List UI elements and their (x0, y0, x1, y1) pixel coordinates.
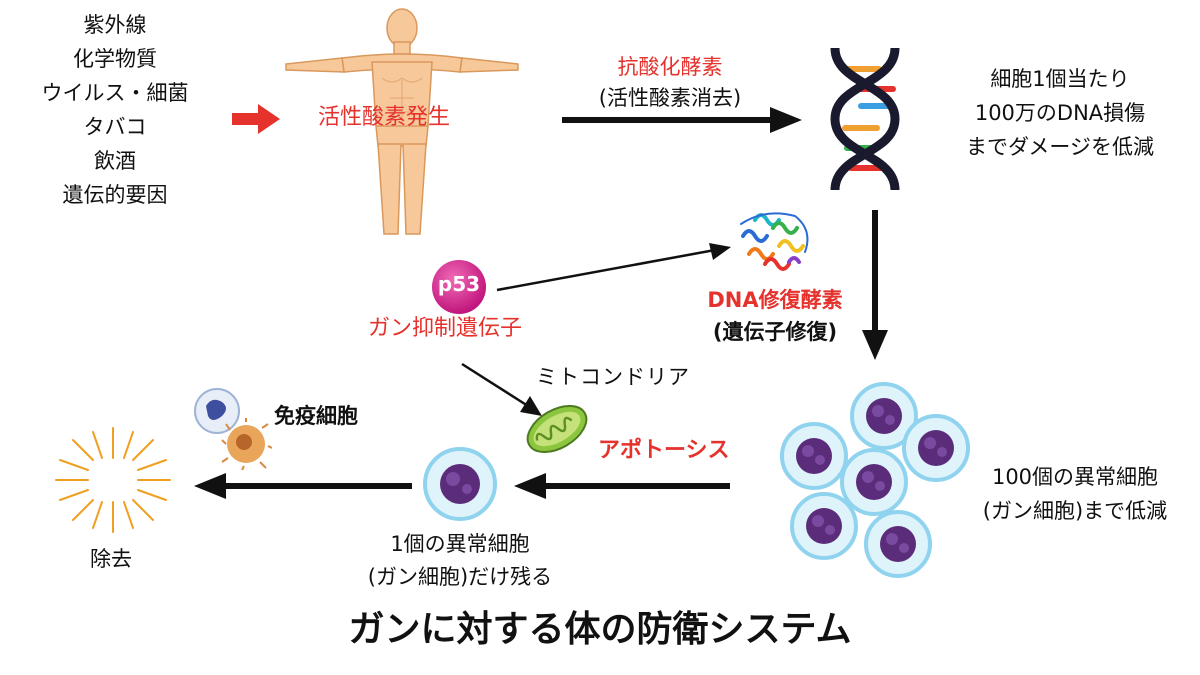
arrow-p53-to-mitochondria (461, 362, 542, 416)
page-title: ガンに対する体の防衛システム (348, 609, 852, 650)
cause-item: 紫外線 (83, 13, 147, 37)
abnormal-1-line: (ガン細胞)だけ残る (367, 565, 553, 589)
abnormal-1-text: 1個の異常細胞 (ガン細胞)だけ残る (330, 528, 590, 594)
p53-badge-icon (432, 260, 486, 314)
cause-item: 化学物質 (73, 47, 157, 71)
abnormal-100-line: 100個の異常細胞 (991, 465, 1159, 489)
mitochondria-label: ミトコンドリア (536, 365, 690, 389)
antioxidant-subtitle: (活性酸素消去) (598, 86, 742, 110)
abnormal-100-line: (ガン細胞)まで低減 (982, 499, 1168, 523)
arrow-cells-to-single (514, 473, 730, 499)
cause-item: 遺伝的要因 (62, 183, 168, 207)
ros-label: 活性酸素発生 (318, 105, 451, 130)
cancer-cell-icon (840, 448, 908, 516)
causes-list: 紫外線 化学物質 ウイルス・細菌 タバコ 飲酒 遺伝的要因 (20, 8, 210, 212)
arrow-p53-to-repair (496, 243, 731, 292)
cancer-cell-icon (780, 422, 848, 490)
p53-label: ガン抑制遺伝子 (368, 316, 523, 341)
macrophage-icon (221, 418, 272, 470)
cancer-cell-icon (850, 382, 918, 450)
cause-item: 飲酒 (94, 149, 136, 173)
dna-reduction-line: までダメージを低減 (966, 135, 1154, 159)
cancer-cell-icon (902, 414, 970, 482)
burst-icon (55, 427, 171, 533)
immune-label: 免疫細胞 (274, 404, 358, 428)
immune-cell-icon (194, 388, 240, 434)
cancer-cell-icon (864, 510, 932, 578)
dna-repair-subtitle: (遺伝子修復) (712, 320, 838, 344)
dna-reduction-line: 細胞1個当たり (990, 67, 1130, 91)
apoptosis-label: アポトーシス (598, 438, 730, 463)
cause-item: タバコ (83, 115, 147, 139)
antioxidant-title: 抗酸化酵素 (617, 55, 723, 79)
dna-helix-icon (830, 47, 900, 191)
abnormal-1-line: 1個の異常細胞 (390, 532, 530, 556)
p53-badge-text: p53 (437, 272, 481, 296)
arrow-body-to-dna (562, 107, 802, 133)
single-cancer-cell-icon (423, 447, 497, 521)
dna-reduction-line: 100万のDNA損傷 (974, 101, 1146, 125)
abnormal-cells-cluster (770, 370, 970, 585)
cause-item: ウイルス・細菌 (41, 81, 189, 105)
arrow-single-to-removal (194, 473, 412, 499)
removal-label: 除去 (90, 547, 132, 571)
cancer-cell-icon (790, 492, 858, 560)
protein-structure-icon (740, 212, 809, 271)
dna-repair-label: DNA修復酵素 (遺伝子修復) (680, 284, 870, 348)
human-body-icon (285, 8, 519, 235)
dna-repair-title: DNA修復酵素 (707, 288, 843, 312)
antioxidant-label: 抗酸化酵素 (活性酸素消去) (565, 52, 775, 114)
dna-reduction-text: 細胞1個当たり 100万のDNA損傷 までダメージを低減 (930, 62, 1190, 164)
mitochondria-icon (526, 405, 588, 453)
abnormal-100-text: 100個の異常細胞 (ガン細胞)まで低減 (960, 460, 1190, 528)
arrow-dna-to-cells (862, 210, 888, 360)
red-arrow-icon (232, 104, 280, 134)
